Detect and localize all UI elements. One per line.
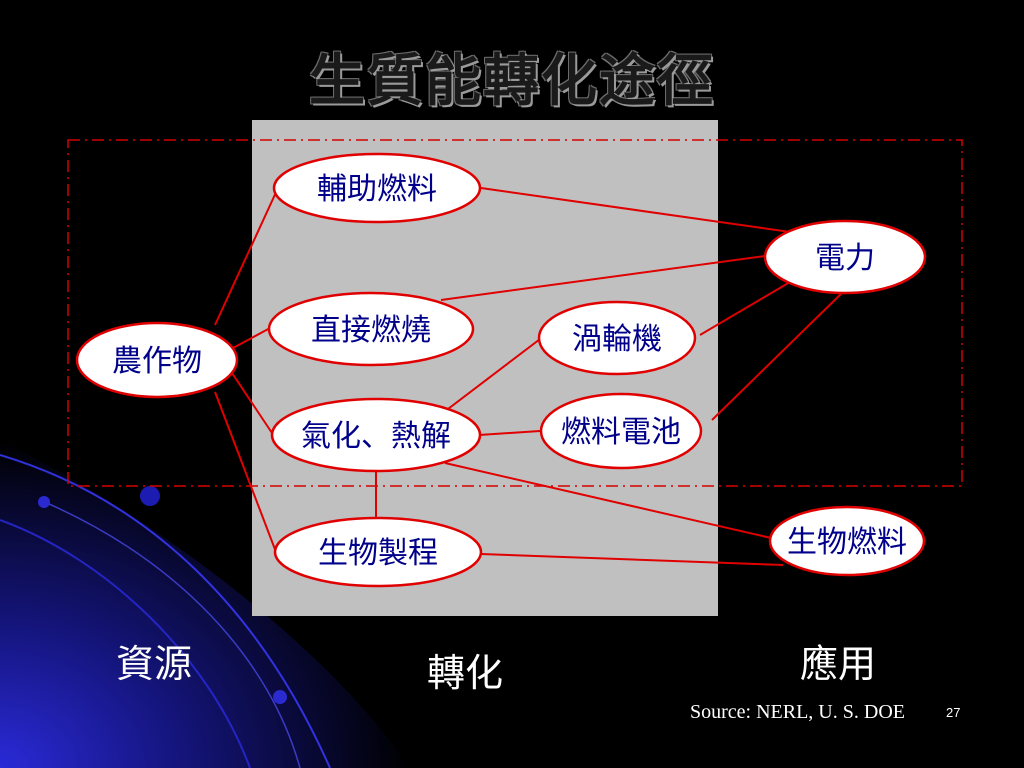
swoosh-curve-1 [0, 454, 331, 768]
node-label-turbine: 渦輪機 [572, 322, 662, 357]
node-label-bioprocess: 生物製程 [318, 536, 438, 571]
node-label-crops: 農作物 [112, 344, 202, 379]
section-label-conversion: 轉化 [427, 651, 504, 695]
node-bioprocess: 生物製程 [273, 516, 483, 588]
decor-dot [273, 690, 287, 704]
connector-fuel-cell-electricity [711, 289, 846, 421]
dashed-frame [67, 139, 963, 487]
node-label-direct-combustion: 直接燃燒 [311, 313, 431, 348]
node-fuel-cell: 燃料電池 [539, 392, 703, 470]
node-biofuel: 生物燃料 [768, 505, 926, 577]
node-label-aux-fuel: 輔助燃料 [317, 172, 437, 207]
connector-bioprocess-biofuel [480, 553, 784, 566]
connectors [214, 187, 846, 566]
blue-swoosh [0, 440, 410, 768]
decor-dot [140, 486, 160, 506]
node-aux-fuel: 輔助燃料 [272, 152, 482, 224]
node-label-electricity: 電力 [815, 241, 875, 276]
connector-crops-direct-combustion [232, 326, 273, 349]
node-turbine: 渦輪機 [537, 300, 697, 376]
section-label-resource: 資源 [116, 642, 193, 686]
connector-direct-combustion-electricity [440, 255, 766, 301]
node-label-gasification-pyrolysis: 氣化、熱解 [301, 419, 451, 454]
connector-gasification-fuel-cell [478, 430, 541, 436]
node-gasification-pyrolysis: 氣化、熱解 [270, 397, 482, 473]
connector-turbine-electricity [699, 281, 791, 336]
connector-gasification-turbine [447, 332, 549, 410]
node-label-biofuel: 生物燃料 [787, 525, 907, 560]
slide-title: 生質能轉化途徑 [309, 48, 715, 114]
connector-crops-gasification [231, 372, 273, 434]
connector-gasification-biofuel [444, 462, 772, 539]
section-label-application: 應用 [800, 642, 877, 686]
node-crops: 農作物 [75, 321, 239, 399]
connector-aux-fuel-electricity [480, 187, 791, 233]
swoosh-curve-2 [0, 519, 251, 768]
connector-crops-aux-fuel [214, 187, 279, 326]
page-number: 27 [946, 705, 961, 720]
decor-dot [38, 496, 50, 508]
swoosh-curve-3 [39, 499, 301, 768]
connector-crops-bioprocess [214, 391, 277, 553]
node-electricity: 電力 [763, 219, 927, 295]
source-citation: Source: NERL, U. S. DOE [690, 701, 905, 723]
node-label-fuel-cell: 燃料電池 [561, 415, 681, 450]
node-direct-combustion: 直接燃燒 [267, 291, 475, 367]
